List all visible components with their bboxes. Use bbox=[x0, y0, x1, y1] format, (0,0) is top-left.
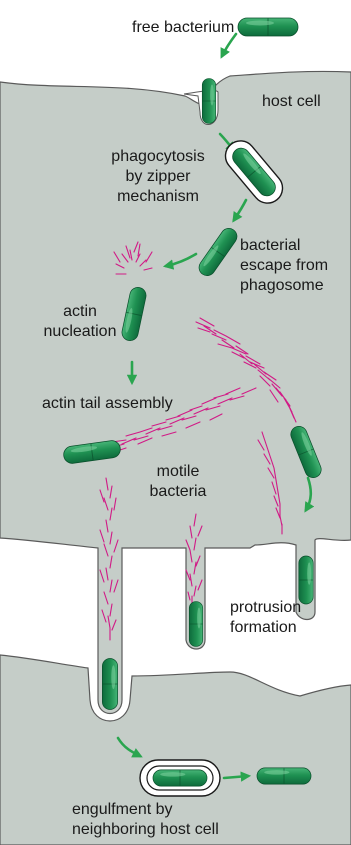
label-bacterial-escape: bacterial escape from phagosome bbox=[240, 236, 328, 296]
label-actin-nucleation: actin nucleation bbox=[30, 302, 130, 342]
protrusion-bacterium-left bbox=[102, 659, 117, 710]
label-engulfment: engulfment by neighboring host cell bbox=[72, 800, 219, 840]
label-nucleation-line1: actin bbox=[30, 302, 130, 322]
label-actin-tail-assembly: actin tail assembly bbox=[42, 394, 173, 414]
label-motile-bacteria: motile bacteria bbox=[140, 462, 216, 502]
released-bacterium bbox=[257, 768, 311, 784]
label-engulfment-line1: engulfment by bbox=[72, 800, 219, 820]
label-motile-line1: motile bbox=[140, 462, 216, 482]
label-engulfment-line2: neighboring host cell bbox=[72, 820, 219, 840]
entering-bacterium bbox=[202, 79, 216, 124]
label-escape-line3: phagosome bbox=[240, 276, 328, 296]
label-protrusion-line1: protrusion bbox=[230, 598, 301, 618]
label-escape-line1: bacterial bbox=[240, 236, 328, 256]
free-bacterium bbox=[238, 18, 298, 36]
label-protrusion-line2: formation bbox=[230, 618, 301, 638]
label-phagocytosis-line3: mechanism bbox=[98, 187, 218, 207]
label-phagocytosis: phagocytosis by zipper mechanism bbox=[98, 147, 218, 207]
label-phagocytosis-line2: by zipper bbox=[98, 167, 218, 187]
label-host-cell: host cell bbox=[262, 92, 321, 112]
label-phagocytosis-line1: phagocytosis bbox=[98, 147, 218, 167]
label-escape-line2: escape from bbox=[240, 256, 328, 276]
engulfed-bacterium bbox=[140, 760, 220, 796]
protrusion-bacterium-center bbox=[189, 602, 203, 647]
label-protrusion-formation: protrusion formation bbox=[230, 598, 301, 638]
label-free-bacterium: free bacterium bbox=[132, 18, 234, 38]
protrusion-bacterium-right bbox=[299, 556, 313, 604]
label-motile-line2: bacteria bbox=[140, 482, 216, 502]
label-nucleation-line2: nucleation bbox=[30, 322, 130, 342]
